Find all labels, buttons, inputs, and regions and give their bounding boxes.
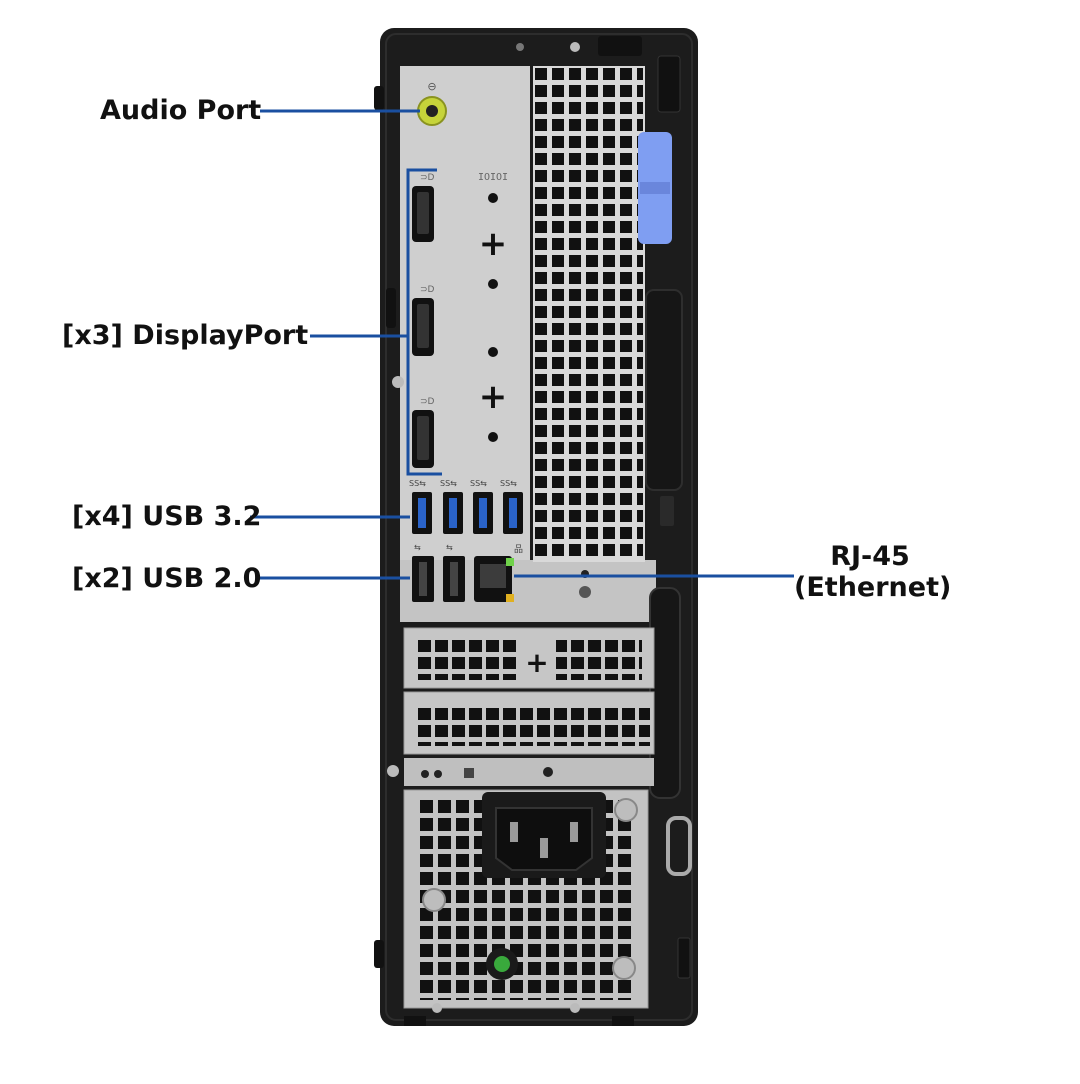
knockout-dot [488,432,498,442]
slot-plus: + [525,646,548,679]
top-tab [598,36,642,56]
side-handle [645,289,683,491]
left-screw [392,376,404,388]
callout-lines [250,109,794,580]
knockout-plus: + [479,377,508,417]
svg-text:⇆: ⇆ [446,543,453,552]
rj45-label: RJ-45 (Ethernet) [794,541,952,604]
foot-right [612,1016,634,1026]
screw-top-left [570,42,580,52]
bracket-dot [543,767,553,777]
displayport-2: ⊃D [412,285,435,356]
vent-grill [535,68,643,560]
rj45-port: 品 [474,544,523,602]
side-slot-bottom [677,937,691,979]
svg-text:品: 品 [514,544,523,555]
knockout-plus: + [479,224,508,264]
expansion-slot-2-grill [418,706,650,746]
psu-screw [422,888,446,912]
blue-latch-notch [640,182,670,194]
bracket-dot [421,770,429,778]
power-led [494,956,510,972]
lock-slot [660,496,674,526]
bracket-dot [434,770,442,778]
psu-screw [612,956,636,980]
rj45-label-line2: (Ethernet) [794,572,952,604]
audio-port-icon: ⊖ [427,80,436,93]
expansion-slot-1-grill [418,640,516,680]
usb32-ports: SS⇆ SS⇆ SS⇆ SS⇆ [409,479,523,534]
expansion-slot-1-grill-b [556,640,642,680]
bracket-screw [464,768,474,778]
svg-text:⊃D: ⊃D [420,285,435,295]
side-slot-top [657,55,681,113]
usb32-label: [x4] USB 3.2 [72,501,262,532]
io-panel-lower [400,560,656,622]
left-screw-2 [387,765,399,777]
knockout-dot [488,279,498,289]
svg-text:⇆: ⇆ [414,543,421,552]
left-bump-1 [374,86,384,110]
left-bump-2 [386,288,396,328]
slot-bracket-strip [404,758,654,786]
panel-screw [579,586,591,598]
usb20-ports: ⇆ ⇆ [412,543,465,602]
knockout-dot [488,193,498,203]
screw-bottom-right [570,1003,580,1013]
displayport-3: ⊃D [412,397,435,468]
knockout-dot [488,347,498,357]
audio-port-label: Audio Port [100,95,262,126]
svg-text:SS⇆: SS⇆ [440,479,457,488]
left-bump-3 [374,940,384,968]
screw-bottom-left [432,1003,442,1013]
serial-icon: IOIOI [478,172,508,183]
svg-text:SS⇆: SS⇆ [470,479,487,488]
displayport-icon: ⊃D [420,173,435,183]
chassis-inner-edge [385,33,693,1021]
svg-text:SS⇆: SS⇆ [409,479,426,488]
usb20-label: [x2] USB 2.0 [72,563,262,594]
callout-bracket-displayport [406,168,442,476]
screw-top-mid [516,43,524,51]
displayport-label: [x3] DisplayPort [62,320,309,351]
rj45-label-line1: RJ-45 [830,541,910,572]
foot-left [404,1016,426,1026]
svg-text:SS⇆: SS⇆ [500,479,517,488]
audio-jack-hole [426,105,438,117]
displayport-1: ⊃D [412,173,435,242]
psu-screw [614,798,638,822]
side-ring [666,816,692,876]
svg-text:⊃D: ⊃D [420,397,435,407]
